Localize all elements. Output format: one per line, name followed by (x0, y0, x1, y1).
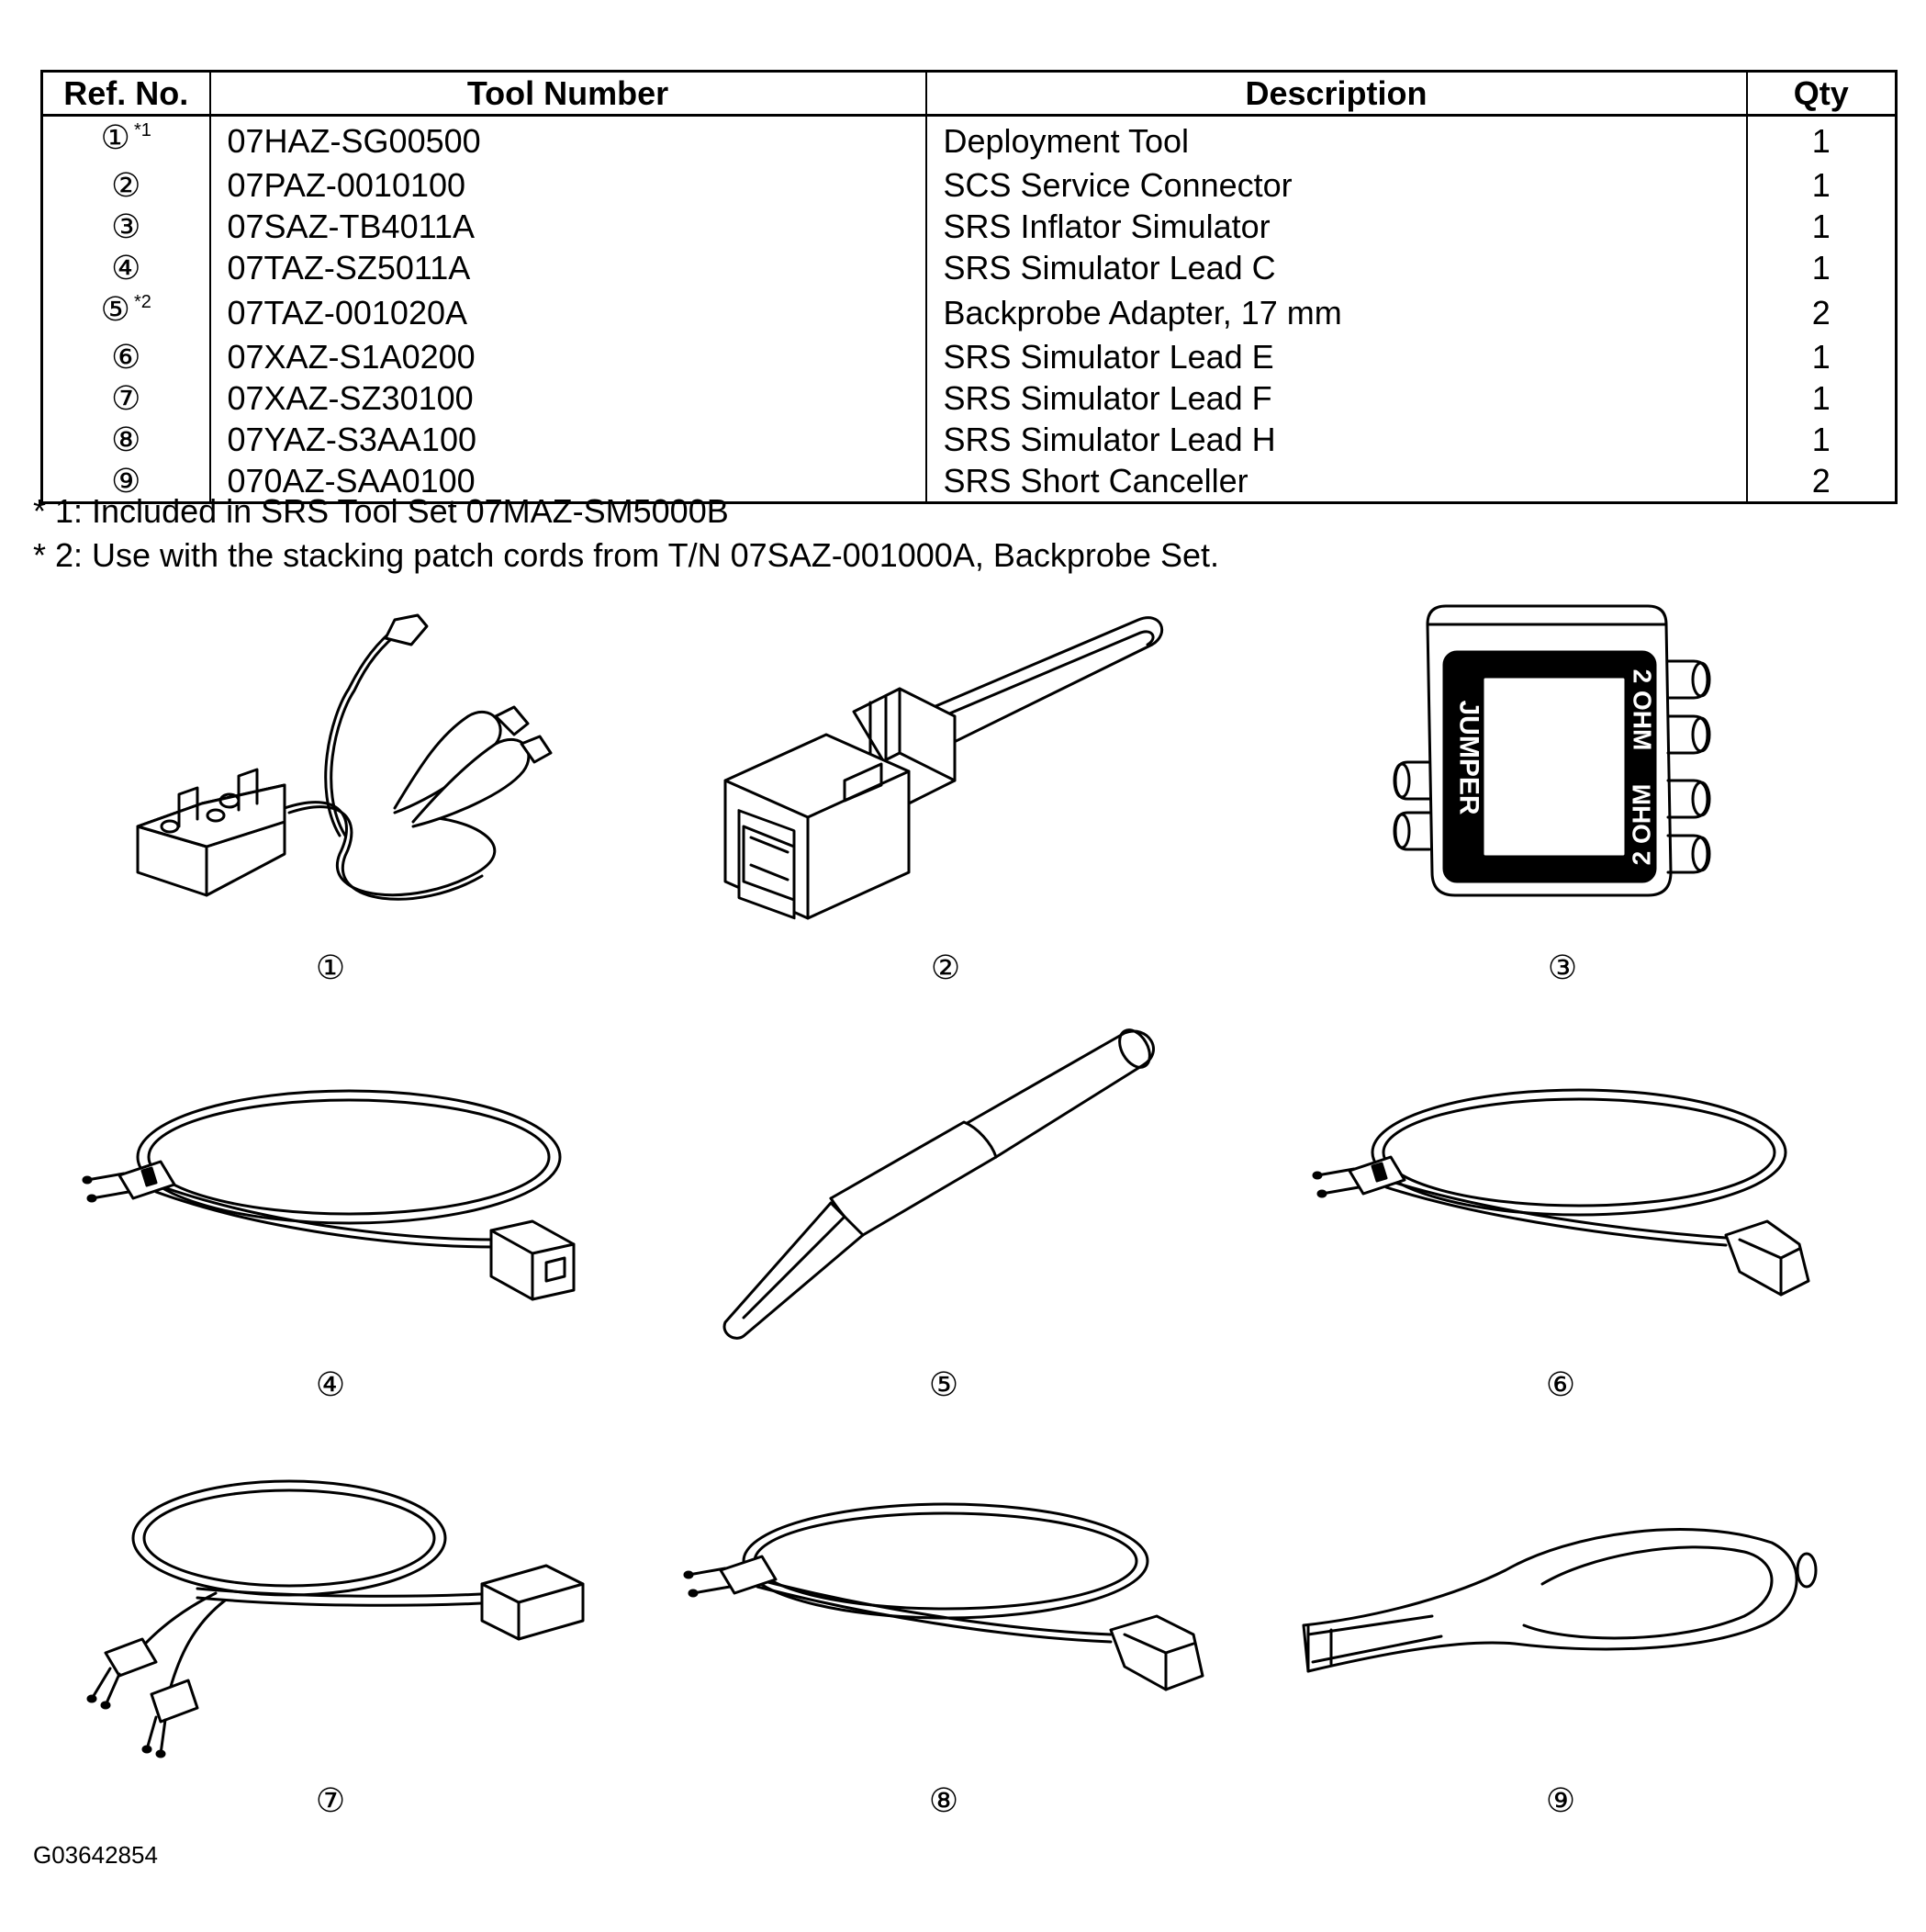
footnote-marker: *2 (133, 292, 151, 312)
jumper-label: JUMPER (1454, 700, 1484, 815)
ref-cell: ⑤*2 (42, 288, 210, 336)
description-cell: SRS Inflator Simulator (924, 206, 1747, 247)
special-tools-table: Ref. No. Tool Number Description Qty ①*1… (40, 70, 1898, 504)
ref-cell: ⑥ (42, 336, 210, 377)
description-cell: Deployment Tool (924, 115, 1747, 164)
qty-cell: 2 (1745, 288, 1897, 336)
description-cell: SRS Simulator Lead E (924, 336, 1747, 377)
header-ref-no: Ref. No. (41, 71, 210, 117)
srs-simulator-lead-e-illustration (1304, 1084, 1818, 1322)
description-cell: SRS Simulator Lead F (924, 377, 1747, 419)
ref-number: ⑨ (111, 462, 141, 500)
tool-number-cell: 07PAZ-0010100 (208, 164, 926, 206)
ref-cell: ④ (42, 247, 210, 288)
table-row: ⑨ 070AZ-SAA0100 SRS Short Canceller 2 (42, 460, 1897, 503)
deployment-tool-illustration (119, 606, 560, 918)
qty-cell: 1 (1745, 377, 1897, 419)
header-description: Description (924, 71, 1747, 117)
ref-number: ⑥ (111, 338, 141, 376)
qty-cell: 1 (1745, 164, 1897, 206)
srs-simulator-lead-c-illustration (73, 1084, 588, 1341)
table-row: ③ 07SAZ-TB4011A SRS Inflator Simulator 1 (42, 206, 1897, 247)
ref-cell: ⑨ (42, 460, 210, 503)
qty-cell: 1 (1745, 115, 1897, 164)
qty-cell: 1 (1745, 336, 1897, 377)
description-cell: SCS Service Connector (924, 164, 1747, 206)
tool-number-cell: 07TAZ-SZ5011A (208, 247, 926, 288)
figure-label-3: ③ (1547, 949, 1578, 986)
description-cell: SRS Simulator Lead H (924, 419, 1747, 460)
tool-number-cell: 070AZ-SAA0100 (208, 460, 926, 503)
srs-simulator-lead-h-illustration (679, 1497, 1212, 1726)
table-row: ⑦ 07XAZ-SZ30100 SRS Simulator Lead F 1 (42, 377, 1897, 419)
tool-number-cell: 07SAZ-TB4011A (208, 206, 926, 247)
qty-cell: 1 (1745, 206, 1897, 247)
header-tool-number: Tool Number (208, 71, 926, 117)
table-row: ⑥ 07XAZ-S1A0200 SRS Simulator Lead E 1 (42, 336, 1897, 377)
ohm-label-bottom: 2 OHM (1627, 783, 1655, 865)
tool-number-cell: 07YAZ-S3AA100 (208, 419, 926, 460)
srs-short-canceller-illustration (1294, 1506, 1827, 1690)
ref-cell: ③ (42, 206, 210, 247)
table-row: ② 07PAZ-0010100 SCS Service Connector 1 (42, 164, 1897, 206)
table-row: ⑧ 07YAZ-S3AA100 SRS Simulator Lead H 1 (42, 419, 1897, 460)
figure-label-4: ④ (315, 1365, 346, 1403)
footnote-marker: *1 (133, 120, 151, 140)
ref-cell: ⑧ (42, 419, 210, 460)
description-cell: SRS Short Canceller (924, 460, 1747, 503)
footnote-2: * 2: Use with the stacking patch cords f… (33, 536, 1219, 574)
ref-number: ⑦ (111, 379, 141, 417)
ref-number: ② (111, 166, 141, 204)
ref-cell: ①*1 (42, 116, 210, 165)
figure-label-7: ⑦ (315, 1781, 346, 1819)
table-row: ④ 07TAZ-SZ5011A SRS Simulator Lead C 1 (42, 247, 1897, 288)
tool-number-cell: 07XAZ-S1A0200 (208, 336, 926, 377)
qty-cell: 2 (1745, 460, 1897, 503)
footnotes: * 1: Included in SRS Tool Set 07MAZ-SM50… (33, 489, 1219, 578)
ref-number: ⑤ (100, 290, 130, 328)
figure-label-9: ⑨ (1545, 1781, 1576, 1819)
footnote-1: * 1: Included in SRS Tool Set 07MAZ-SM50… (33, 492, 729, 530)
figure-label-5: ⑤ (928, 1365, 959, 1403)
qty-cell: 1 (1745, 419, 1897, 460)
figure-label-8: ⑧ (928, 1781, 959, 1819)
ref-number: ③ (111, 208, 141, 245)
scs-service-connector-illustration (707, 597, 1175, 937)
figure-id: G03642854 (33, 1841, 158, 1869)
qty-cell: 1 (1745, 247, 1897, 288)
tool-number-cell: 07TAZ-001020A (208, 288, 926, 336)
description-cell: SRS Simulator Lead C (924, 247, 1747, 288)
backprobe-adapter-illustration (716, 1019, 1175, 1350)
figure-label-1: ① (315, 949, 346, 986)
description-cell: Backprobe Adapter, 17 mm (924, 288, 1747, 336)
ref-cell: ② (42, 164, 210, 206)
header-qty: Qty (1745, 71, 1897, 117)
tool-number-cell: 07XAZ-SZ30100 (208, 377, 926, 419)
figure-label-2: ② (930, 949, 961, 986)
srs-inflator-simulator-illustration: JUMPER 2 OHM 2 OHM (1391, 597, 1721, 909)
ohm-label-top: 2 OHM (1628, 668, 1656, 750)
srs-simulator-lead-f-illustration (69, 1474, 592, 1777)
table-header-row: Ref. No. Tool Number Description Qty (41, 71, 1897, 117)
table-row: ⑤*2 07TAZ-001020A Backprobe Adapter, 17 … (42, 288, 1897, 336)
table-row: ①*1 07HAZ-SG00500 Deployment Tool 1 (42, 115, 1897, 165)
ref-number: ① (100, 118, 130, 156)
ref-number: ④ (111, 249, 141, 286)
figure-label-6: ⑥ (1545, 1365, 1576, 1403)
tool-number-cell: 07HAZ-SG00500 (208, 115, 926, 164)
ref-cell: ⑦ (42, 377, 210, 419)
ref-number: ⑧ (111, 421, 141, 458)
